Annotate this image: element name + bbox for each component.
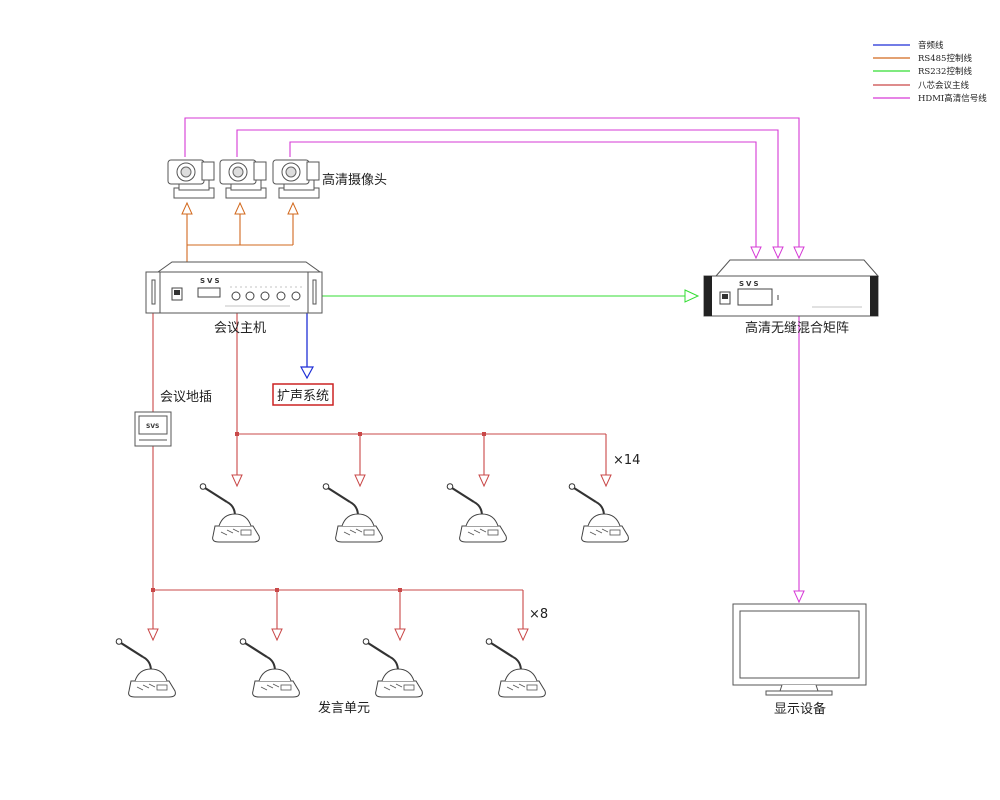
- floor-socket-tag: SVS: [146, 423, 159, 430]
- speaker-units-label: 发言单元: [318, 700, 370, 716]
- speaker-unit-bottom-3: [362, 637, 424, 699]
- pa-system-box: [272, 383, 334, 406]
- legend-label-trunk: 八芯会议主线: [918, 80, 970, 91]
- camera-2: [219, 159, 267, 199]
- hdmi-lines: [184, 117, 805, 604]
- floor-socket: SVS: [134, 411, 172, 447]
- speaker-unit-top-1: [199, 482, 261, 544]
- legend-label-hdmi: HDMI高清信号线: [918, 93, 987, 104]
- rs485-lines: [181, 201, 299, 272]
- host-label: 会议主机: [214, 321, 266, 336]
- speaker-unit-bottom-1: [115, 637, 177, 699]
- matrix-brand: SVS: [739, 280, 761, 288]
- trunk-lines: [147, 313, 612, 642]
- legend-label-rs485: RS485控制线: [918, 53, 972, 64]
- matrix-label: 高清无缝混合矩阵: [745, 320, 849, 336]
- trunk-junctions: [151, 432, 486, 592]
- display-device: [732, 603, 867, 696]
- floor-socket-label: 会议地插: [160, 390, 212, 405]
- speaker-unit-top-3: [446, 482, 508, 544]
- bottom-row-count: ×8: [529, 607, 548, 622]
- hd-matrix: SVS: [703, 259, 880, 317]
- legend-label-rs232: RS232控制线: [918, 66, 972, 77]
- speaker-unit-top-2: [322, 482, 384, 544]
- cameras-label: 高清摄像头: [322, 172, 387, 188]
- speaker-unit-bottom-2: [239, 637, 301, 699]
- conference-host: SVS: [145, 261, 323, 314]
- pa-system-label: 扩声系统: [277, 389, 329, 404]
- host-brand: SVS: [200, 277, 222, 285]
- top-row-count: ×14: [613, 453, 640, 468]
- display-label: 显示设备: [774, 701, 826, 717]
- speaker-unit-bottom-4: [485, 637, 547, 699]
- legend: 音频线 RS485控制线 RS232控制线 八芯会议主线 HDMI高清信号线: [873, 40, 987, 104]
- camera-3: [272, 159, 320, 199]
- camera-1: [167, 159, 215, 199]
- legend-label-audio: 音频线: [918, 40, 944, 51]
- speaker-unit-top-4: [568, 482, 630, 544]
